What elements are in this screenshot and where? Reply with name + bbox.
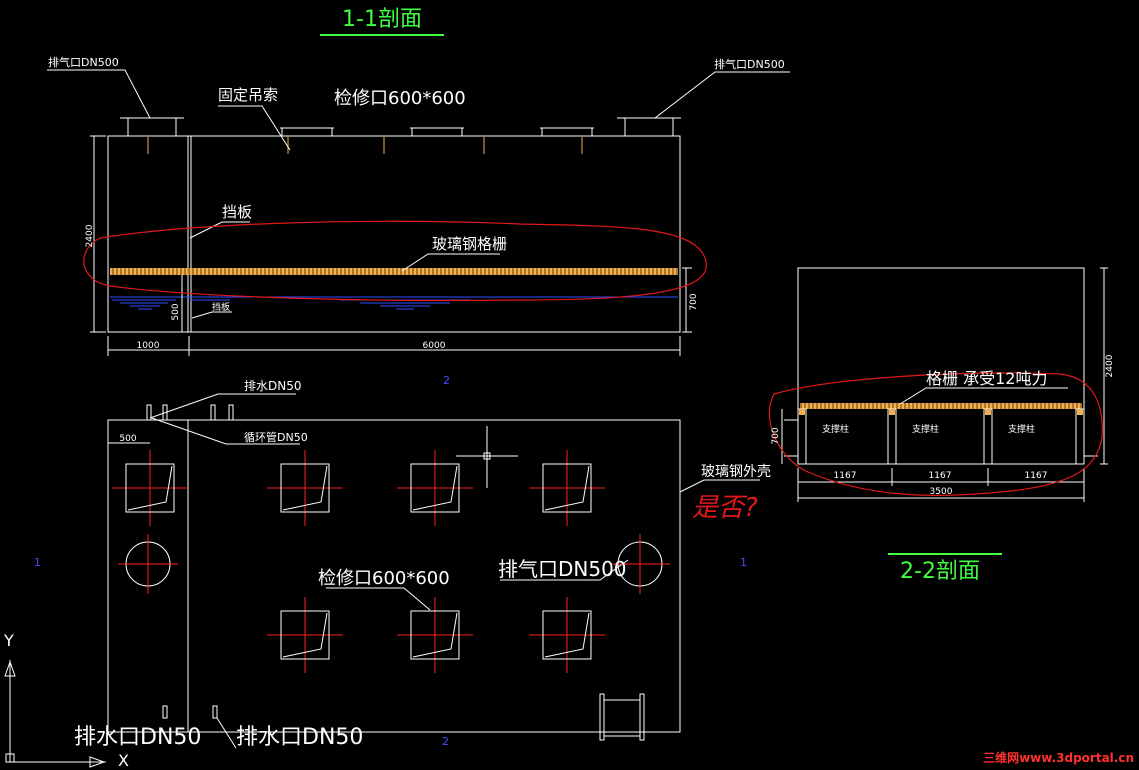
section-2-2-title: 2-2剖面	[900, 559, 980, 584]
dim-bay3-value: 1167	[1025, 471, 1048, 481]
manhole-2	[411, 127, 463, 137]
plan-manhole-symbol	[267, 597, 343, 673]
dim-bay1-value: 1167	[834, 471, 857, 481]
label-grating-2-2: 格栅 承受12吨力	[926, 369, 1047, 388]
vent-left-flange	[120, 117, 184, 137]
label-manhole-1-1: 检修口600*600	[334, 88, 466, 109]
dim-2-2-height-value: 2400	[1105, 354, 1115, 377]
watermark: 三维网www.3dportal.cn	[983, 750, 1134, 765]
section-2-2	[768, 267, 1108, 555]
label-vent-plan: 排气口DN500	[498, 557, 627, 581]
crosshair-cursor	[456, 426, 518, 488]
leader-circ-top	[151, 417, 300, 445]
leader-hanger	[218, 105, 291, 151]
leader-vent-right	[654, 71, 790, 119]
section-markers: 2 1 1 2	[34, 374, 747, 748]
dim-total-value: 3500	[930, 487, 953, 497]
ucs-x-label: X	[118, 751, 129, 770]
tank-1-1-outline	[107, 135, 681, 333]
dim-500-value: 500	[119, 434, 136, 444]
plan-manhole-symbol	[112, 450, 188, 526]
leader-drain-top	[149, 393, 296, 419]
bottom-pipe-left	[162, 705, 168, 719]
leader-vent-plan	[500, 559, 629, 581]
top-pipes	[146, 404, 234, 421]
redline-cloud-1-1	[83, 220, 707, 302]
plan-manhole-symbol	[397, 450, 473, 526]
label-grating: 玻璃钢格栅	[432, 235, 507, 253]
bottom-pipe-right	[212, 705, 218, 719]
plan-outline	[107, 419, 681, 733]
dim-bay2-value: 1167	[929, 471, 952, 481]
label-drain-bottom-right: 排水口DN50	[236, 725, 363, 750]
marker-bottom: 2	[442, 735, 449, 748]
marker-right: 1	[740, 556, 747, 569]
tank-2-2-outline	[797, 267, 1085, 465]
dim-height-value: 2400	[85, 224, 95, 247]
dim-grating-value: 700	[689, 293, 699, 310]
leader-manhole-plan	[326, 587, 431, 611]
leader-vent-left	[47, 69, 151, 119]
plan-vent-symbol	[610, 534, 670, 594]
plan-labels: 排水DN50 循环管DN50 500 玻璃钢外壳 是否? 检修口600*600 …	[74, 379, 771, 750]
section-1-1-title: 1-1剖面	[342, 7, 422, 32]
label-baffle-small: 挡板	[212, 301, 230, 313]
leader-drain-bottom	[216, 717, 237, 749]
label-baffle: 挡板	[222, 203, 252, 221]
label-vent-right: 排气口DN500	[714, 57, 785, 71]
label-manhole-plan: 检修口600*600	[318, 568, 450, 589]
section-1-1: 1-1剖面	[47, 7, 790, 356]
hangers	[147, 137, 583, 154]
leader-grating-2-2	[899, 387, 1068, 405]
label-hanger: 固定吊索	[218, 86, 278, 104]
marker-top: 2	[443, 374, 450, 387]
ucs-icon	[4, 660, 106, 768]
manhole-1	[281, 127, 333, 137]
leader-baffle	[189, 221, 250, 239]
label-support-1: 支撑柱	[822, 423, 849, 435]
ucs-y-label: Y	[3, 631, 14, 650]
plan-view	[107, 393, 760, 749]
plan-vent-symbol	[118, 534, 178, 594]
label-support-2: 支撑柱	[912, 423, 939, 435]
ladder	[599, 693, 645, 741]
leader-grating	[401, 253, 500, 272]
label-drain-top: 排水DN50	[244, 379, 302, 393]
support-columns	[797, 408, 1085, 465]
handwriting-note: 是否?	[692, 493, 758, 523]
plan-manhole-symbol	[267, 450, 343, 526]
section-2-2-labels: 格栅 承受12吨力 支撑柱 支撑柱 支撑柱 2400 700 1167 1167…	[771, 354, 1115, 584]
plan-manhole-symbol	[529, 597, 605, 673]
plan-manhole-symbol	[397, 597, 473, 673]
manhole-3	[541, 127, 593, 137]
leader-baffle-small	[191, 311, 232, 319]
label-support-3: 支撑柱	[1008, 423, 1035, 435]
marker-left: 1	[34, 556, 41, 569]
section-1-1-labels: 排气口DN500 排气口DN500 固定吊索 检修口600*600 挡板 玻璃钢…	[48, 55, 785, 351]
label-vent-left: 排气口DN500	[48, 55, 119, 69]
label-shell: 玻璃钢外壳	[701, 463, 771, 480]
leader-shell	[679, 479, 760, 493]
dim-main-len-value: 6000	[423, 341, 446, 351]
grating-bar	[110, 268, 678, 275]
dim-water-value: 500	[171, 303, 181, 320]
plan-manhole-symbol	[529, 450, 605, 526]
label-drain-bottom-left: 排水口DN50	[74, 725, 201, 750]
grating-bar-2-2	[800, 403, 1082, 409]
dim-2-2-grating-value: 700	[771, 427, 781, 444]
dim-left-len-value: 1000	[137, 341, 160, 351]
vent-right-flange	[617, 117, 681, 137]
redline-cloud-2-2	[768, 372, 1103, 496]
label-circ-top: 循环管DN50	[244, 430, 308, 444]
